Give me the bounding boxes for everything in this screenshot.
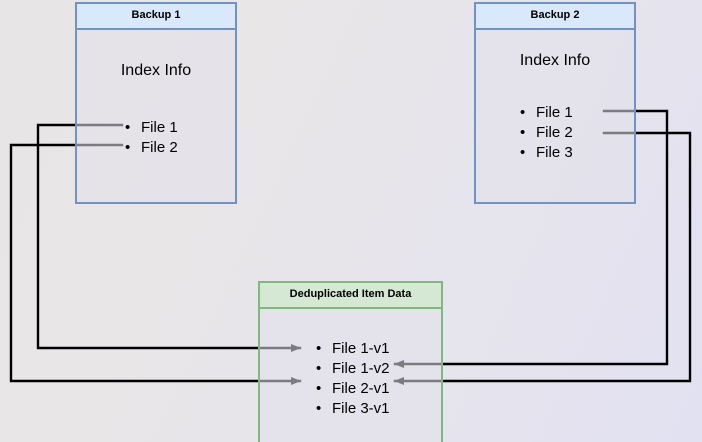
list-item: File 2 — [520, 123, 573, 143]
backup-1-file-list: File 1 File 2 — [125, 118, 178, 158]
backup-2-file-list: File 1 File 2 File 3 — [520, 103, 573, 163]
backup-1-title: Index Info — [120, 62, 192, 79]
list-item: File 1 — [520, 103, 573, 123]
deduplicated-item-data-header: Deduplicated Item Data — [260, 283, 441, 309]
backup-1-header: Backup 1 — [77, 4, 235, 30]
list-item: File 2 — [125, 138, 178, 158]
backup-2-header: Backup 2 — [476, 4, 634, 30]
list-item: File 1-v1 — [316, 339, 390, 359]
list-item: File 3-v1 — [316, 399, 390, 419]
list-item: File 1 — [125, 118, 178, 138]
list-item: File 1-v2 — [316, 359, 390, 379]
backup-2-title: Index Info — [519, 52, 591, 69]
backup-2-box: Backup 2 Index Info File 1 File 2 File 3 — [474, 2, 636, 204]
deduplicated-item-data-box: Deduplicated Item Data File 1-v1 File 1-… — [258, 281, 443, 442]
list-item: File 3 — [520, 143, 573, 163]
list-item: File 2-v1 — [316, 379, 390, 399]
backup-1-box: Backup 1 Index Info File 1 File 2 — [75, 2, 237, 204]
deduplicated-item-list: File 1-v1 File 1-v2 File 2-v1 File 3-v1 — [316, 339, 390, 419]
